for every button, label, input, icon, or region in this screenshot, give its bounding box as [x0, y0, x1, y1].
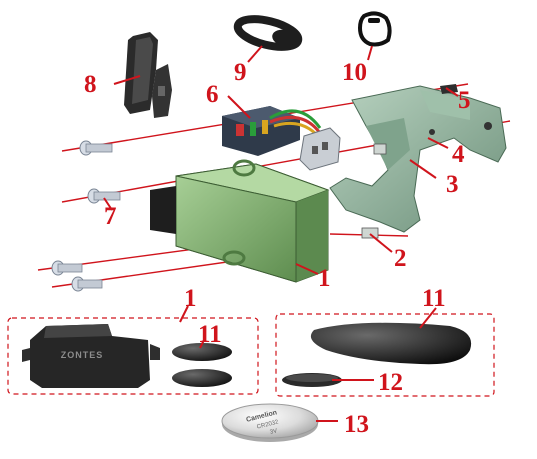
ecu-box-part	[150, 159, 330, 283]
bolts-group	[51, 140, 121, 292]
leader-lines	[103, 45, 459, 422]
label-7: 7	[104, 203, 117, 230]
ecu-brand-text: ZONTES	[61, 350, 104, 360]
label-10: 10	[342, 59, 367, 86]
bolt-part	[87, 188, 121, 204]
label-5: 5	[458, 87, 471, 114]
coin-battery-part: Camelion CR2032 3V	[221, 403, 319, 442]
round-pad-part	[282, 373, 342, 387]
label-12: 12	[378, 369, 403, 396]
bolt-part	[71, 276, 103, 292]
label-11-right: 11	[422, 285, 446, 312]
label-6: 6	[206, 81, 219, 108]
label-11-left: 11	[198, 321, 222, 348]
label-8: 8	[84, 71, 97, 98]
fob-shell-part	[357, 11, 392, 47]
battery-voltage-text: 3V	[269, 428, 278, 436]
bolt-part	[79, 140, 113, 156]
label-1: 1	[318, 265, 331, 292]
detail-box-left	[7, 317, 259, 395]
callout-numbers: 8 9 10 6 5 4 3 2 7 1 1 11 11 12 13	[84, 59, 471, 438]
label-9: 9	[234, 59, 247, 86]
label-1-detail: 1	[184, 285, 197, 312]
cover-part	[310, 322, 472, 365]
label-2: 2	[394, 245, 407, 272]
label-4: 4	[452, 141, 465, 168]
mounting-bracket-part	[329, 84, 507, 239]
ecu-detail-part: ZONTES	[22, 324, 160, 388]
harness-connector-part	[222, 106, 341, 171]
bolt-part	[51, 260, 83, 276]
key-holder-part	[124, 32, 172, 118]
label-3: 3	[446, 171, 459, 198]
battery-model-text: CR2032	[256, 419, 279, 430]
fob-band-part	[233, 15, 303, 51]
label-13: 13	[344, 411, 369, 438]
detail-box-right	[275, 313, 495, 397]
rubber-pad-part	[172, 343, 232, 387]
